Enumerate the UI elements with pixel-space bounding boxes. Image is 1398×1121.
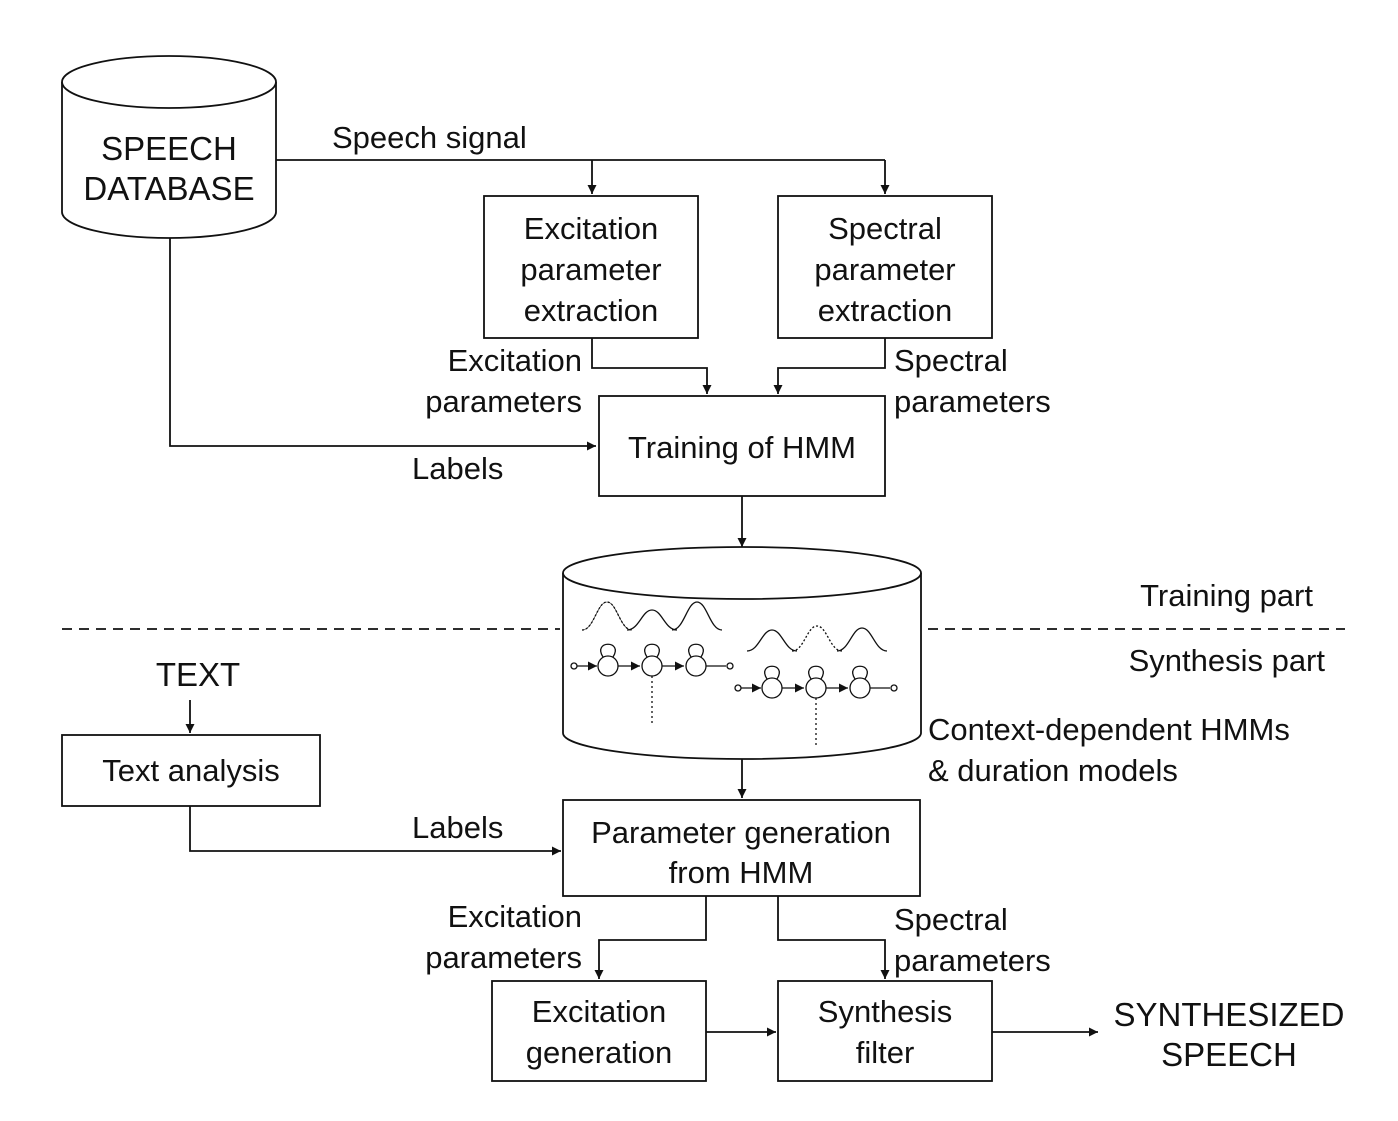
synthesis-part-label: Synthesis part [1129, 643, 1326, 678]
speech-database-line1: SPEECH [101, 130, 237, 167]
spectral-params-syn-label-1: Spectral [894, 902, 1008, 937]
spectral-extraction-box: Spectral parameter extraction [777, 195, 993, 339]
gen-excitation-arrow [594, 896, 707, 979]
spectral-params-label-2: parameters [894, 384, 1051, 419]
output-label-2: SPEECH [1161, 1036, 1297, 1073]
excitation-extraction-box: Excitation parameter extraction [483, 195, 699, 339]
hmm-chain-1 [570, 601, 734, 726]
text-analysis-box: Text analysis [61, 734, 321, 807]
gen-spectral-arrow [777, 896, 890, 979]
parameter-generation-line2: from HMM [669, 855, 814, 890]
excitation-params-arrow [591, 338, 712, 394]
spectral-extraction-line3: extraction [818, 293, 952, 328]
synthesis-filter-line2: filter [856, 1035, 915, 1070]
hmm-model-database [562, 546, 922, 760]
models-label-2: & duration models [928, 753, 1178, 788]
synthesis-filter-line1: Synthesis [818, 994, 952, 1029]
training-part-label: Training part [1140, 578, 1313, 613]
excitation-params-label-1: Excitation [448, 343, 582, 378]
text-input-label: TEXT [156, 656, 240, 693]
speech-signal-connector: Speech signal [276, 120, 890, 194]
hmm-chain-2 [734, 625, 898, 748]
spectral-params-label-1: Spectral [894, 343, 1008, 378]
models-label-1: Context-dependent HMMs [928, 712, 1290, 747]
excitation-extraction-line2: parameter [520, 252, 661, 287]
labels-training-label: Labels [412, 451, 503, 486]
spectral-extraction-line1: Spectral [828, 211, 942, 246]
speech-signal-label: Speech signal [332, 120, 527, 155]
synthesis-filter-box: Synthesis filter [777, 980, 993, 1082]
labels-synthesis-label: Labels [412, 810, 503, 845]
excitation-params-label-2: parameters [425, 384, 582, 419]
excitation-extraction-line1: Excitation [524, 211, 658, 246]
excitation-generation-box: Excitation generation [491, 980, 707, 1082]
excitation-params-syn-label-1: Excitation [448, 899, 582, 934]
excitation-generation-line2: generation [526, 1035, 673, 1070]
speech-database: SPEECH DATABASE [61, 55, 277, 239]
training-hmm-label: Training of HMM [628, 430, 856, 465]
spectral-params-syn-label-2: parameters [894, 943, 1051, 978]
excitation-generation-line1: Excitation [532, 994, 666, 1029]
labels-synthesis-arrow [189, 806, 561, 856]
training-hmm-box: Training of HMM [598, 395, 886, 497]
excitation-extraction-line3: extraction [524, 293, 658, 328]
excitation-params-syn-label-2: parameters [425, 940, 582, 975]
spectral-extraction-line2: parameter [814, 252, 955, 287]
parameter-generation-line1: Parameter generation [591, 815, 891, 850]
text-analysis-label: Text analysis [102, 753, 279, 788]
labels-training-arrow [169, 238, 596, 451]
output-label-1: SYNTHESIZED [1113, 996, 1344, 1033]
parameter-generation-box: Parameter generation from HMM [562, 799, 921, 897]
spectral-params-arrow [773, 338, 886, 394]
speech-database-line2: DATABASE [83, 170, 254, 207]
